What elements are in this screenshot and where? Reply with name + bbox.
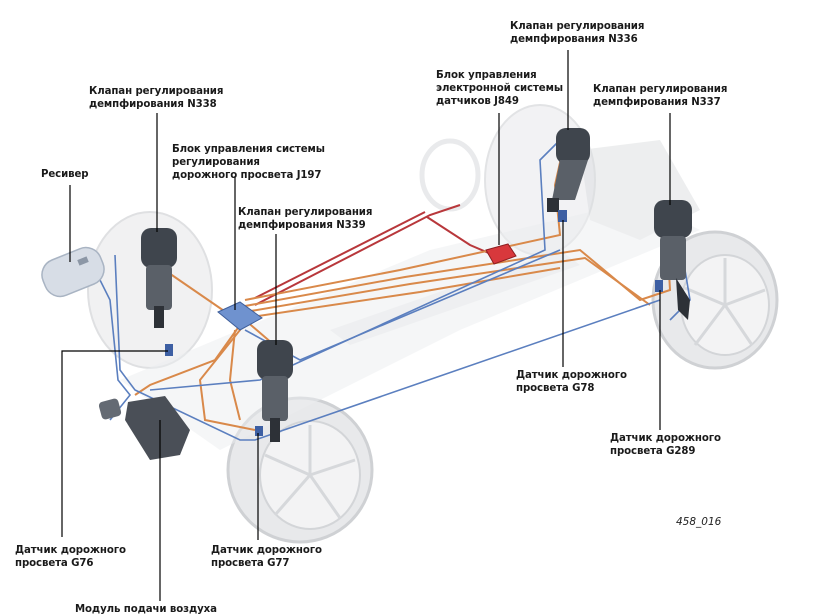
label-air-supply-module: Модуль подачи воздуха: [75, 603, 217, 616]
strut-rear-left-n338: [141, 228, 177, 328]
figure-id: 458_016: [676, 516, 722, 528]
leader-lines: [61, 50, 671, 601]
label-control-unit-j197: Блок управления системы регулирования до…: [172, 143, 325, 182]
label-damping-valve-n339: Клапан регулирования демпфирования N339: [238, 206, 372, 232]
label-line: Клапан регулирования: [238, 207, 373, 218]
height-sensor-g77: [255, 426, 263, 436]
label-line: Датчик дорожного: [15, 545, 126, 556]
control-unit-j197: [217, 301, 263, 331]
label-line: дорожного просвета J197: [172, 170, 322, 181]
label-damping-valve-n338: Клапан регулирования демпфирования N338: [89, 85, 223, 111]
label-line: Датчик дорожного: [610, 433, 721, 444]
label-line: Датчик дорожного: [516, 370, 627, 381]
label-line: просвета G77: [211, 558, 290, 569]
rear-right-wheel: [226, 396, 374, 544]
label-line: демпфирования N339: [238, 220, 366, 231]
label-damping-valve-n337: Клапан регулирования демпфирования N337: [593, 83, 727, 109]
label-line: просвета G76: [15, 558, 94, 569]
label-receiver: Ресивер: [41, 168, 89, 181]
strut-front-left-n336: [547, 128, 590, 212]
label-line: Модуль подачи воздуха: [75, 604, 217, 615]
label-height-sensor-g289: Датчик дорожного просвета G289: [610, 432, 721, 458]
air-receiver: [41, 246, 105, 298]
label-line: Ресивер: [41, 169, 89, 180]
label-line: Клапан регулирования: [510, 21, 645, 32]
label-height-sensor-g78: Датчик дорожного просвета G78: [516, 369, 627, 395]
label-line: регулирования: [172, 157, 260, 168]
label-height-sensor-g76: Датчик дорожного просвета G76: [15, 544, 126, 570]
label-line: демпфирования N337: [593, 97, 721, 108]
label-control-unit-j849: Блок управления электронной системы датч…: [436, 69, 563, 108]
label-line: электронной системы: [436, 83, 563, 94]
strut-rear-right-n339: [257, 340, 293, 442]
control-unit-j849: [485, 243, 517, 265]
height-sensor-g76: [165, 344, 173, 356]
label-line: демпфирования N338: [89, 99, 217, 110]
label-line: просвета G78: [516, 383, 595, 394]
label-damping-valve-n336: Клапан регулирования демпфирования N336: [510, 20, 644, 46]
height-sensor-g78: [558, 210, 567, 222]
label-line: Клапан регулирования: [89, 86, 224, 97]
air-supply-module: [98, 396, 190, 460]
strut-front-right-n337: [654, 200, 692, 320]
label-height-sensor-g77: Датчик дорожного просвета G77: [211, 544, 322, 570]
label-line: Блок управления системы: [172, 144, 325, 155]
label-line: датчиков J849: [436, 96, 519, 107]
label-line: демпфирования N336: [510, 34, 638, 45]
label-line: просвета G289: [610, 446, 696, 457]
label-line: Блок управления: [436, 70, 537, 81]
height-sensor-g289: [655, 280, 663, 292]
label-line: Датчик дорожного: [211, 545, 322, 556]
label-line: Клапан регулирования: [593, 84, 728, 95]
